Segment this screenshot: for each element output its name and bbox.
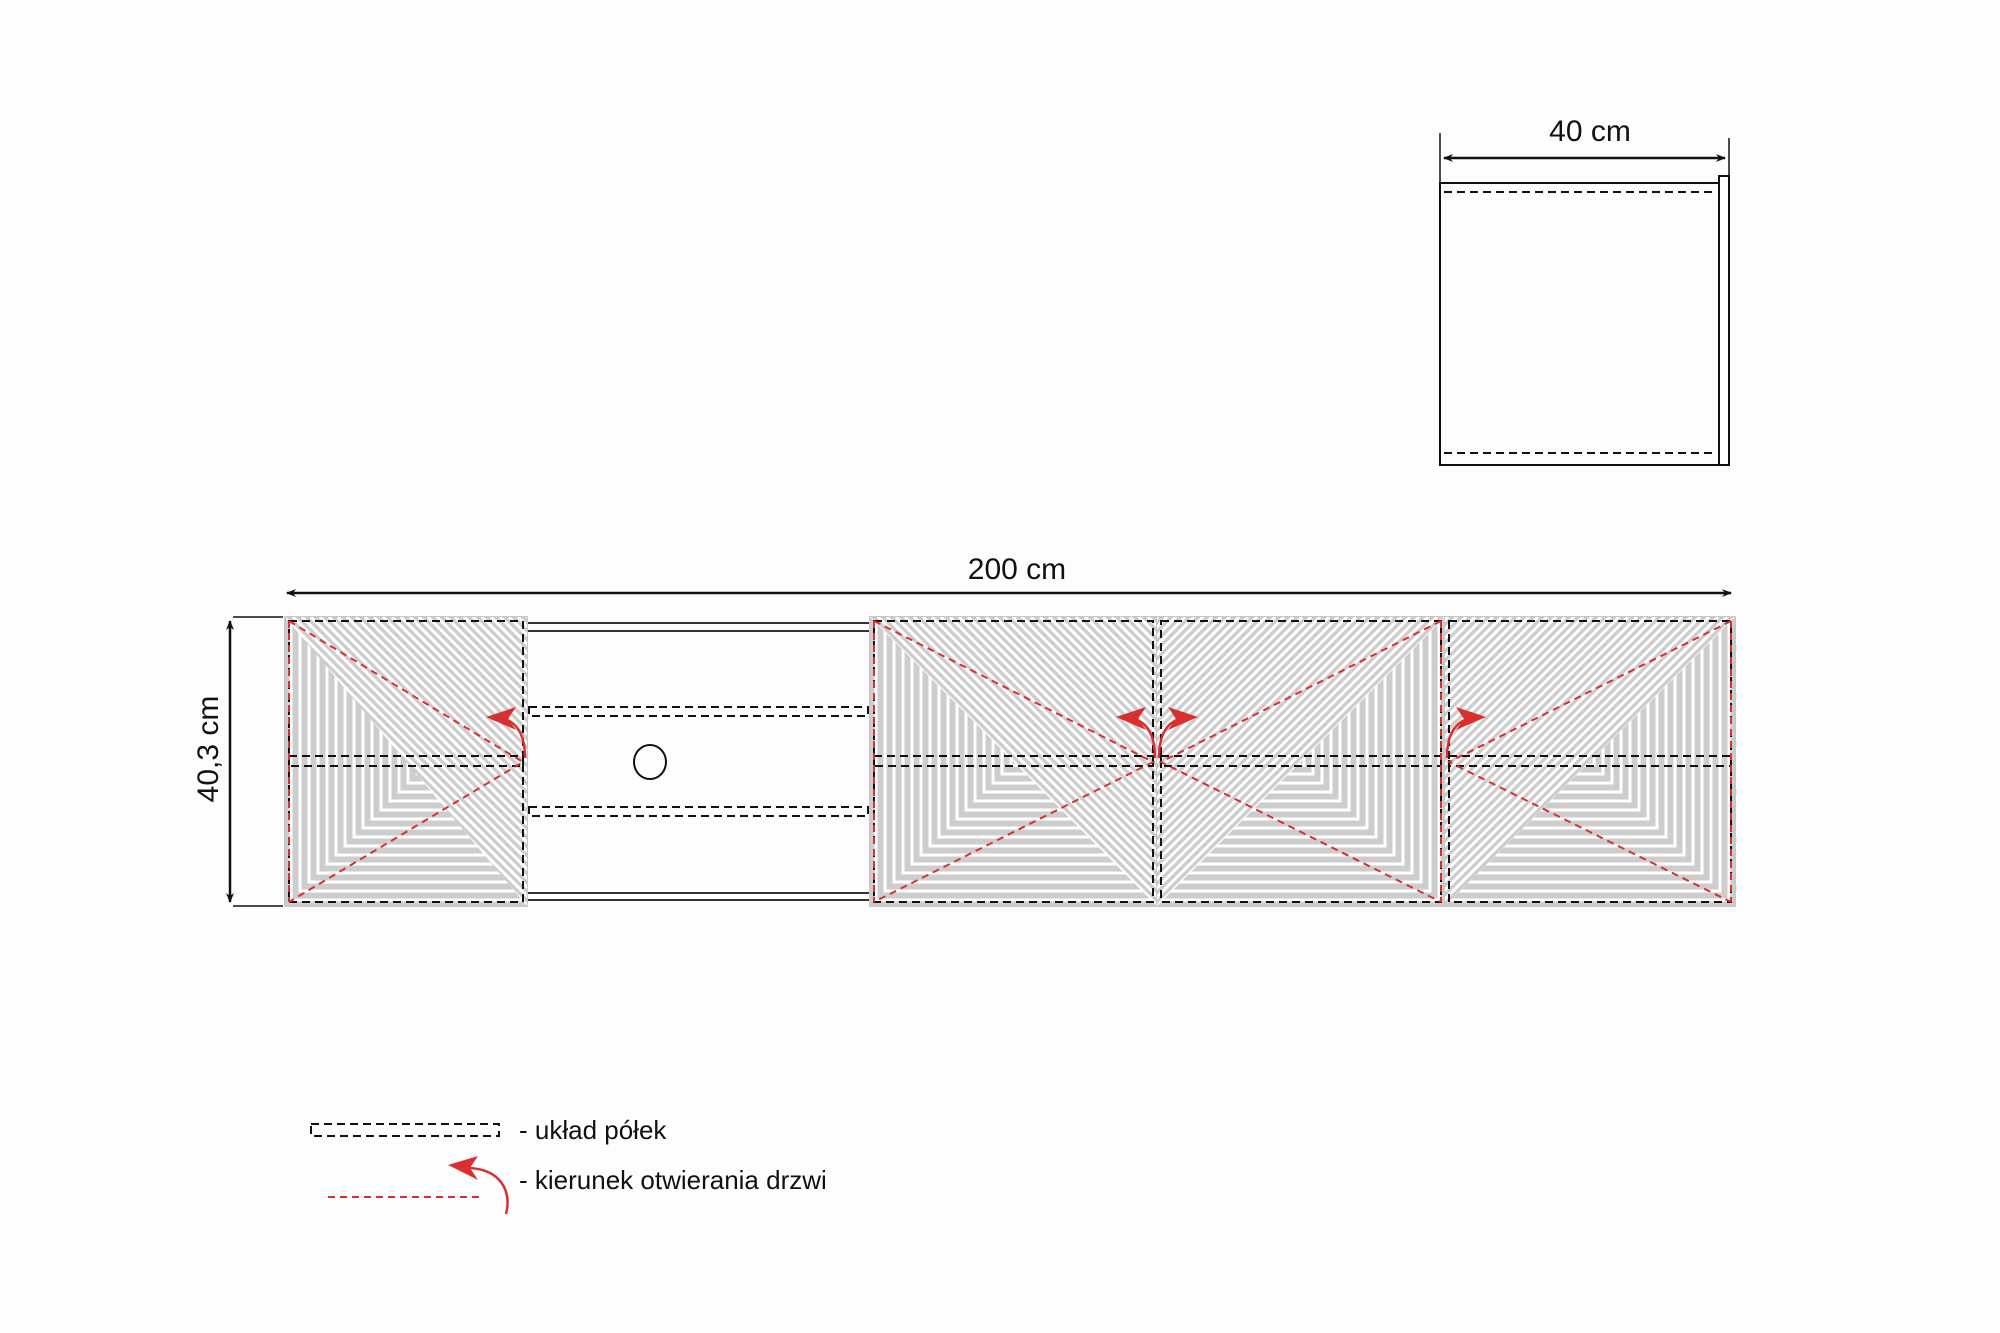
door-2[interactable]	[581, 616, 1734, 907]
width-label: 200 cm	[968, 553, 1066, 586]
arrow-head-icon	[1456, 707, 1486, 730]
cable-hole	[633, 744, 667, 780]
shelf-upper	[528, 706, 869, 717]
shelf-middle	[288, 755, 524, 767]
arrow-head-icon	[486, 707, 516, 730]
side-view: 40 cm	[1439, 115, 1730, 466]
legend: - układ półek - kierunek otwierania drzw…	[310, 1115, 827, 1215]
shelf-middle	[873, 755, 1154, 767]
side-body	[1439, 182, 1720, 466]
opening-direction-line	[1446, 620, 1732, 903]
open-compartment	[527, 622, 870, 901]
arrow-head-icon	[1168, 707, 1198, 730]
door-1[interactable]	[0, 616, 1104, 907]
shelf-lower	[528, 806, 869, 817]
door-4[interactable]	[871, 616, 2000, 907]
door-3[interactable]	[581, 616, 1734, 907]
legend-shelf-label: - układ półek	[519, 1115, 667, 1145]
side-door-panel	[1718, 175, 1730, 466]
doors	[0, 616, 2000, 907]
legend-door-arrow	[469, 1166, 509, 1215]
legend-shelf-symbol	[310, 1123, 500, 1137]
front-dimensions: 200 cm 40,3 cm	[192, 553, 1732, 907]
legend-arrow-head-icon	[448, 1156, 478, 1180]
legend-door-label: - kierunek otwierania drzwi	[519, 1165, 827, 1195]
depth-label: 40 cm	[1549, 115, 1631, 148]
opening-direction-line	[873, 620, 1156, 903]
arrow-head-icon	[1116, 707, 1146, 730]
height-label: 40,3 cm	[192, 696, 225, 803]
opening-direction-line	[1158, 620, 1442, 903]
